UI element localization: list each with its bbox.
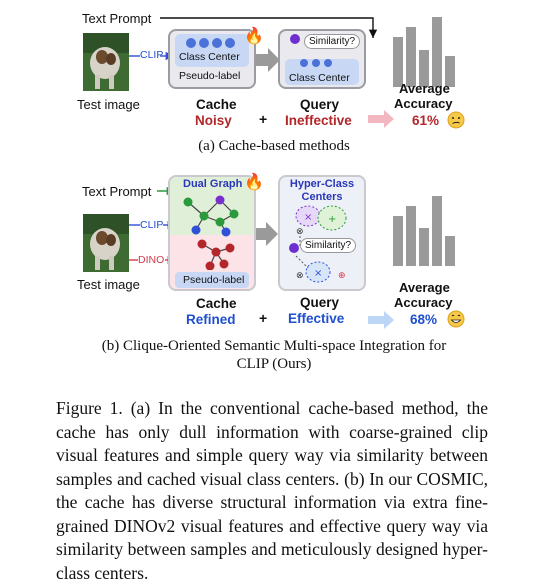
average-label: Average bbox=[399, 81, 450, 96]
bar bbox=[406, 27, 416, 87]
dual-graph-diagram bbox=[183, 195, 239, 270]
text-prompt-label: Text Prompt bbox=[82, 184, 152, 199]
test-image-dog bbox=[83, 33, 129, 91]
hyper-class-diagram: × + ⊗ × ⊗ ⊕ bbox=[289, 205, 347, 283]
similarity-bubble: Similarity? bbox=[304, 34, 361, 49]
bar bbox=[393, 37, 403, 87]
bar bbox=[432, 17, 442, 87]
hyper-class-line1: Hyper-Class bbox=[289, 178, 355, 190]
svg-text:+: + bbox=[328, 214, 336, 225]
cache-status: Noisy bbox=[195, 113, 232, 128]
plus-sign: + bbox=[259, 310, 268, 326]
grinning-face-icon bbox=[447, 310, 465, 328]
center-dot bbox=[225, 38, 235, 48]
bar bbox=[445, 236, 455, 266]
clip-tag: CLIP bbox=[140, 219, 164, 231]
bar bbox=[393, 216, 403, 266]
dual-graph-title: Dual Graph bbox=[183, 178, 243, 190]
svg-text:⊗: ⊗ bbox=[296, 227, 304, 237]
accuracy-label: Accuracy bbox=[394, 295, 453, 310]
panel-a-connectors bbox=[129, 17, 394, 128]
svg-text:×: × bbox=[304, 212, 312, 223]
center-dot bbox=[186, 38, 196, 48]
cache-title: Cache bbox=[196, 97, 237, 112]
pseudo-label: Pseudo-label bbox=[179, 70, 241, 82]
average-label: Average bbox=[399, 280, 450, 295]
pseudo-label-panel bbox=[175, 272, 249, 288]
panel-b-connectors bbox=[129, 186, 394, 329]
pseudo-label: Pseudo-label bbox=[183, 274, 245, 286]
cache-title: Cache bbox=[196, 296, 237, 311]
test-image-label: Test image bbox=[77, 277, 140, 292]
test-image-label: Test image bbox=[77, 97, 140, 112]
bar bbox=[419, 50, 429, 87]
caption-a: (a) Cache-based methods bbox=[198, 138, 350, 154]
clip-tag: CLIP bbox=[140, 49, 164, 61]
similarity-bubble: Similarity? bbox=[300, 238, 357, 253]
plus-sign: + bbox=[259, 111, 268, 127]
center-dot bbox=[199, 38, 209, 48]
query-class-center-panel bbox=[285, 59, 359, 85]
sample-dot bbox=[290, 34, 300, 44]
fire-icon: 🔥 bbox=[244, 174, 264, 191]
query-title: Query bbox=[300, 295, 340, 310]
caption-b-line2: CLIP (Ours) bbox=[236, 356, 312, 372]
caption-b: (b) Clique-Oriented Semantic Multi-space… bbox=[0, 337, 548, 373]
query-status: Effective bbox=[288, 311, 345, 326]
cache-status: Refined bbox=[186, 312, 236, 327]
fire-icon: 🔥 bbox=[244, 28, 264, 45]
center-dot bbox=[300, 59, 308, 67]
confused-face-icon bbox=[447, 111, 465, 129]
clip-graph-area bbox=[170, 177, 254, 235]
accuracy-value: 68% bbox=[410, 312, 438, 327]
svg-text:⊕: ⊕ bbox=[338, 271, 346, 281]
text-prompt-label: Text Prompt bbox=[82, 11, 152, 26]
svg-text:×: × bbox=[314, 268, 322, 279]
bar bbox=[432, 196, 442, 266]
bar bbox=[419, 228, 429, 266]
class-center-label: Class Center bbox=[179, 51, 240, 63]
center-dot bbox=[324, 59, 332, 67]
center-dot bbox=[312, 59, 320, 67]
hyper-class-title: Hyper-Class Centers bbox=[286, 178, 358, 204]
accuracy-label: Accuracy bbox=[394, 96, 453, 111]
accuracy-value: 61% bbox=[412, 113, 440, 128]
test-image-dog bbox=[83, 214, 129, 272]
bar bbox=[406, 206, 416, 266]
caption-b-line1: (b) Clique-Oriented Semantic Multi-space… bbox=[101, 338, 447, 354]
hyper-class-line2: Centers bbox=[301, 191, 343, 203]
query-class-center-label: Class Center bbox=[289, 72, 350, 84]
query-title: Query bbox=[300, 97, 340, 112]
svg-text:⊗: ⊗ bbox=[296, 271, 304, 281]
dino-tag: DINO bbox=[138, 254, 165, 266]
query-status: Ineffective bbox=[285, 113, 352, 128]
center-dot bbox=[212, 38, 222, 48]
figure-caption: Figure 1. (a) In the conventional cache-… bbox=[56, 398, 488, 583]
bar bbox=[445, 56, 455, 87]
